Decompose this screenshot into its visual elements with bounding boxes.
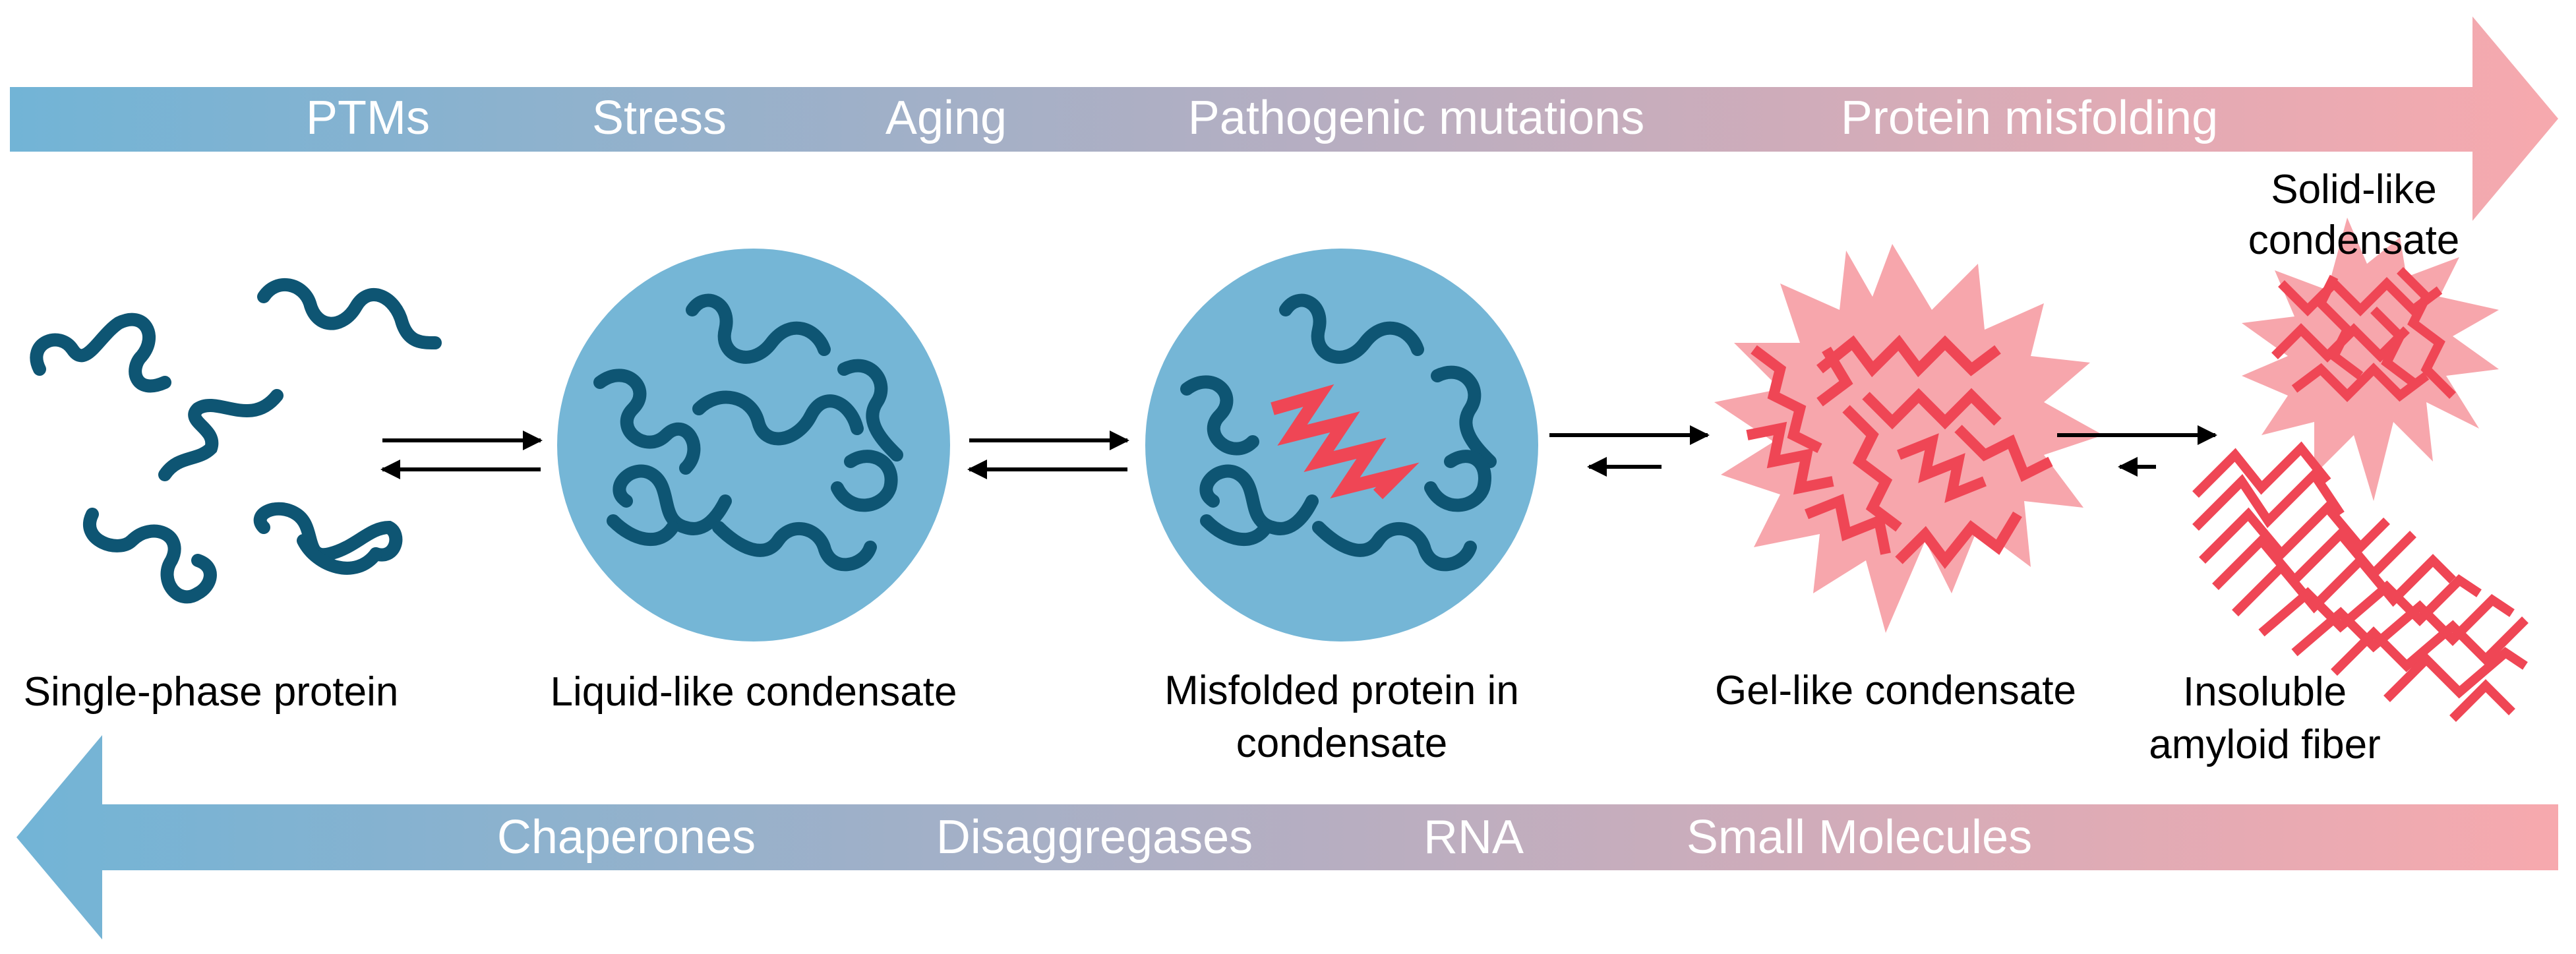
- label-misfolded-protein-line2: condensate: [1236, 721, 1448, 766]
- label-amyloid-line2: amyloid fiber: [2149, 722, 2380, 767]
- bottom-banner: Chaperones Disaggregases RNA Small Molec…: [16, 735, 2558, 939]
- bottom-label-small-molecules: Small Molecules: [1687, 811, 2032, 864]
- gel-condensate-icon: [1714, 244, 2103, 633]
- label-single-phase-protein: Single-phase protein: [24, 669, 399, 715]
- top-label-stress: Stress: [592, 92, 727, 144]
- equilibrium-arrows-icon: [2057, 425, 2217, 477]
- label-amyloid-line1: Insoluble: [2183, 669, 2347, 715]
- label-liquid-like-condensate: Liquid-like condensate: [551, 669, 957, 715]
- top-label-pathogenic-mutations: Pathogenic mutations: [1188, 92, 1644, 144]
- bottom-banner-arrow: [16, 735, 2558, 939]
- equilibrium-arrows-icon: [967, 431, 1129, 479]
- equilibrium-arrows-icon: [1549, 425, 1710, 477]
- bottom-label-disaggregases: Disaggregases: [936, 811, 1253, 864]
- equilibrium-arrows-icon: [380, 431, 543, 479]
- liquid-droplet-icon: [557, 249, 950, 641]
- disordered-protein-icon: [30, 278, 442, 604]
- label-solid-like-line2: condensate: [2248, 218, 2460, 263]
- top-banner: PTMs Stress Aging Pathogenic mutations P…: [10, 16, 2558, 221]
- stage-labels: Single-phase protein Liquid-like condens…: [24, 167, 2460, 767]
- top-label-protein-misfolding: Protein misfolding: [1841, 92, 2218, 144]
- top-label-ptms: PTMs: [306, 92, 430, 144]
- label-gel-like-condensate: Gel-like condensate: [1715, 668, 2076, 713]
- bottom-label-chaperones: Chaperones: [497, 811, 756, 864]
- amyloid-fiber-icon: [2192, 441, 2529, 722]
- top-label-aging: Aging: [885, 92, 1007, 144]
- solid-condensate-icon: [2242, 218, 2499, 501]
- top-banner-arrow: [10, 16, 2558, 221]
- bottom-label-rna: RNA: [1423, 811, 1524, 864]
- label-solid-like-line1: Solid-like: [2271, 167, 2437, 212]
- label-misfolded-protein-line1: Misfolded protein in: [1164, 668, 1519, 713]
- misfolded-droplet-icon: [1145, 249, 1538, 641]
